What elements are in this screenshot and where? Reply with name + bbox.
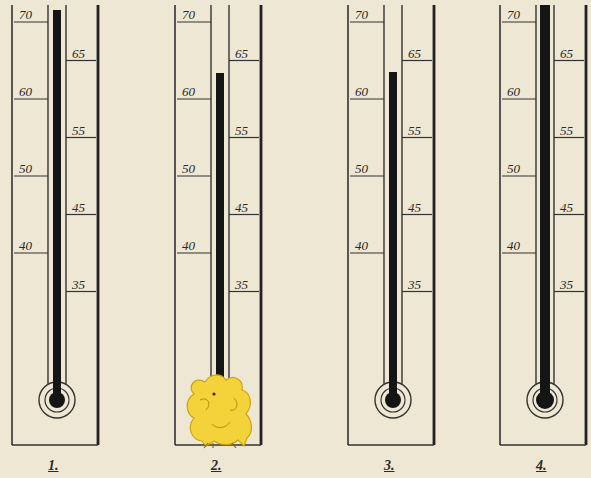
scale-number: 50: [182, 161, 195, 176]
scale-number: 50: [355, 161, 368, 176]
mercury-bulb: [49, 392, 65, 408]
scale-number: 65: [408, 46, 421, 61]
scale-number: 55: [72, 123, 85, 138]
thermometer-frame: [12, 5, 98, 445]
scale-number: 40: [507, 238, 520, 253]
scale-number: 35: [408, 277, 421, 292]
scale-number: 70: [355, 7, 368, 22]
scale-number: 60: [19, 84, 32, 99]
chick-body: [187, 375, 251, 446]
scale-number: 35: [235, 277, 248, 292]
chick-feet: [204, 443, 236, 448]
scale-number: 35: [72, 277, 85, 292]
scale-number: 45: [408, 200, 421, 215]
chick-feathers: [200, 398, 237, 428]
thermometer-number: 3.: [384, 458, 395, 473]
scale-number: 70: [507, 7, 520, 22]
scale-number: 60: [182, 84, 195, 99]
mercury-column: [53, 10, 61, 395]
scale-number: 40: [182, 238, 195, 253]
scale-number: 40: [19, 238, 32, 253]
scale-number: 65: [72, 46, 85, 61]
scale-number: 45: [235, 200, 248, 215]
scale-number: 65: [560, 46, 573, 61]
scale-number: 55: [408, 123, 421, 138]
scale-number: 35: [560, 277, 573, 292]
thermometer-number: 4.: [536, 458, 547, 473]
mercury-bulb: [385, 392, 401, 408]
thermometer-frame: [500, 5, 586, 445]
thermometer-frame: [348, 5, 434, 445]
mercury-column: [216, 73, 224, 395]
scale-number: 55: [560, 123, 573, 138]
mercury-column: [540, 5, 550, 395]
scale-number: 50: [19, 161, 32, 176]
scale-number: 45: [72, 200, 85, 215]
thermometer-number: 1.: [48, 458, 59, 473]
scale-number: 65: [235, 46, 248, 61]
scale-number: 40: [355, 238, 368, 253]
thermometer-number: 2.: [211, 458, 222, 473]
scale-number: 60: [355, 84, 368, 99]
mercury-column: [389, 72, 397, 395]
chick-eye: [212, 392, 215, 395]
chick-illustration: [187, 375, 251, 448]
scale-number: 45: [560, 200, 573, 215]
scale-number: 70: [182, 7, 195, 22]
mercury-bulb: [536, 391, 554, 409]
thermometer-frame: [175, 5, 261, 445]
scale-number: 50: [507, 161, 520, 176]
scale-number: 70: [19, 7, 32, 22]
scale-number: 60: [507, 84, 520, 99]
scale-number: 55: [235, 123, 248, 138]
